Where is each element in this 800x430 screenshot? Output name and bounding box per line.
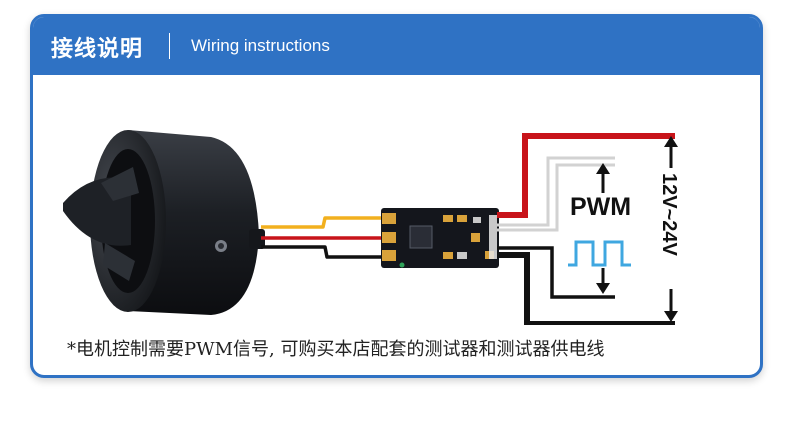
power-wire-red xyxy=(497,133,675,218)
header-title-en: Wiring instructions xyxy=(191,36,330,55)
power-wire-black xyxy=(497,252,675,325)
pwm-label: PWM xyxy=(570,193,631,221)
wiring-card: 接线说明 Wiring instructions xyxy=(30,14,763,378)
wiring-note: *电机控制需要PWM信号, 可购买本店配套的测试器和测试器供电线 xyxy=(67,339,605,360)
esc-board xyxy=(381,208,499,268)
signal-wire-gray-a xyxy=(497,156,615,227)
pwm-indicator: PWM xyxy=(568,163,631,294)
pwm-wave-icon xyxy=(568,240,631,267)
motor-wire-yellow xyxy=(261,216,385,229)
signal-wire-black xyxy=(497,246,615,299)
header-title-cn: 接线说明 xyxy=(51,37,144,62)
voltage-label: 12V~24V xyxy=(658,173,680,257)
header-divider xyxy=(169,33,170,59)
motor-wire-black xyxy=(261,245,385,259)
card-header: 接线说明 Wiring instructions xyxy=(33,17,760,75)
voltage-indicator: 12V~24V xyxy=(658,136,680,322)
power-signal-wires xyxy=(497,133,675,325)
signal-wire-gray-b xyxy=(497,163,615,232)
wiring-diagram: PWM 12V~24V xyxy=(63,130,680,325)
motor-wires xyxy=(261,216,385,259)
ducted-fan-motor xyxy=(63,130,265,315)
